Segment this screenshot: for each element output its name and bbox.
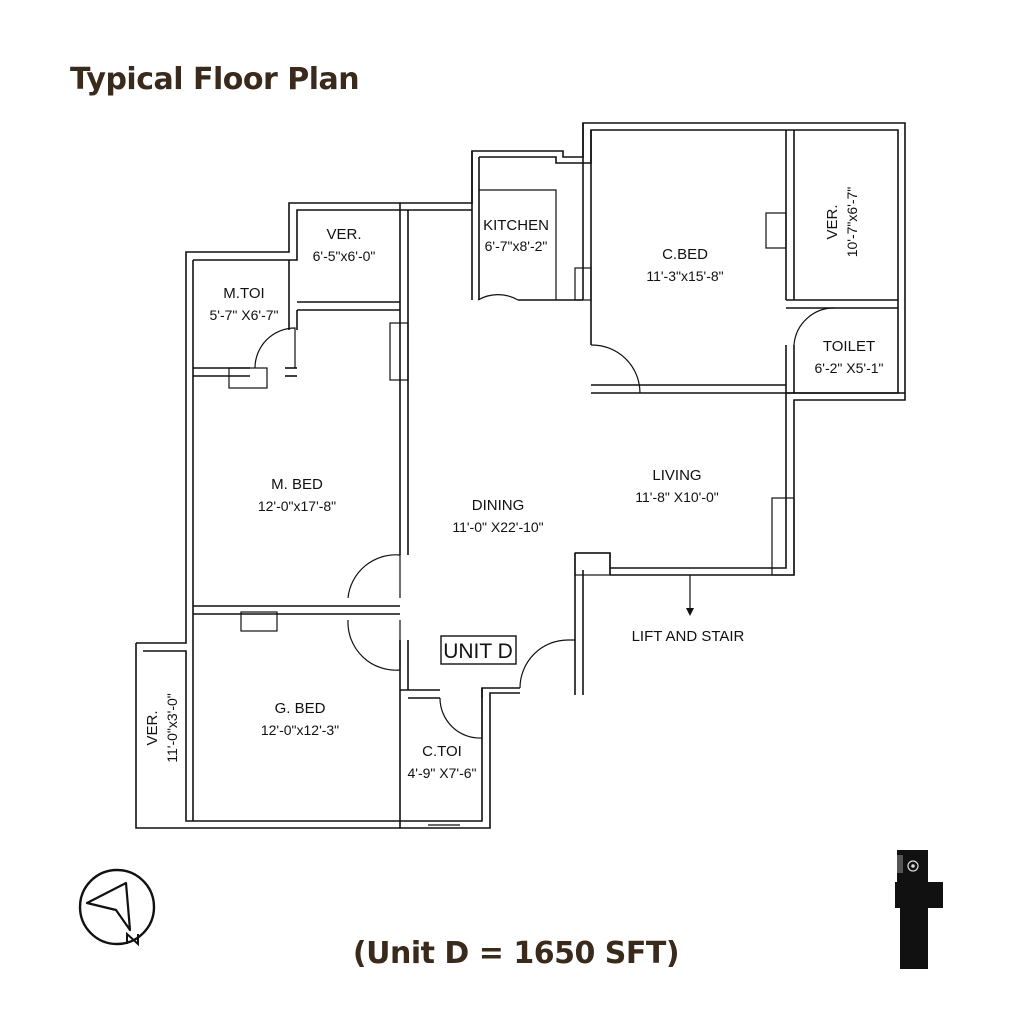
- room-m-toi: M.TOI 5'-7" X6'-7": [210, 285, 279, 323]
- room-m-bed: M. BED 12'-0"x17'-8": [258, 476, 336, 514]
- fixtures: [228, 212, 795, 826]
- room-c-toi: C.TOI 4'-9" X7'-6": [408, 743, 477, 781]
- room-size: 12'-0"x17'-8": [258, 498, 336, 514]
- room-living: LIVING 11'-8" X10'-0": [635, 467, 719, 505]
- room-ver-right: VER. 10'-7"x6'-7": [824, 187, 860, 258]
- room-size: 11'-0"x3'-0": [164, 693, 180, 763]
- room-name: TOILET: [823, 338, 875, 355]
- room-name: KITCHEN: [483, 217, 549, 234]
- room-name: VER.: [326, 226, 361, 243]
- room-name: DINING: [472, 497, 525, 514]
- room-name: VER.: [144, 710, 161, 745]
- room-name: C.BED: [662, 246, 708, 263]
- room-size: 5'-7" X6'-7": [210, 307, 279, 323]
- room-name: G. BED: [275, 700, 326, 717]
- room-c-bed: C.BED 11'-3"x15'-8": [646, 246, 723, 284]
- page-title: Typical Floor Plan: [70, 62, 360, 97]
- room-ver-left: VER. 11'-0"x3'-0": [144, 693, 180, 763]
- room-size: 10'-7"x6'-7": [844, 187, 860, 258]
- walls: [135, 122, 906, 829]
- room-dining: DINING 11'-0" X22'-10": [452, 497, 543, 535]
- room-size: 11'-3"x15'-8": [646, 268, 723, 284]
- key-plan-icon: [895, 850, 943, 969]
- room-name: C.TOI: [422, 743, 462, 760]
- room-size: 12'-0"x12'-3": [261, 722, 339, 738]
- room-kitchen: KITCHEN 6'-7"x8'-2": [483, 217, 549, 254]
- room-name: M.TOI: [223, 285, 264, 302]
- room-size: 4'-9" X7'-6": [408, 765, 477, 781]
- lift-stair-label: LIFT AND STAIR: [632, 628, 745, 645]
- unit-label: UNIT D: [440, 635, 517, 665]
- room-size: 6'-5"x6'-0": [313, 248, 376, 264]
- doors: [254, 294, 835, 739]
- area-caption: (Unit D = 1650 SFT): [352, 936, 680, 971]
- room-ver-top: VER. 6'-5"x6'-0": [313, 226, 376, 264]
- room-size: 11'-8" X10'-0": [635, 489, 719, 505]
- room-size: 6'-7"x8'-2": [485, 238, 548, 254]
- north-arrow-icon: [78, 868, 156, 947]
- room-g-bed: G. BED 12'-0"x12'-3": [261, 700, 339, 738]
- room-size: 11'-0" X22'-10": [452, 519, 543, 535]
- room-name: VER.: [824, 204, 841, 239]
- room-name: M. BED: [271, 476, 323, 493]
- room-size: 6'-2" X5'-1": [815, 360, 884, 376]
- room-toilet: TOILET 6'-2" X5'-1": [815, 338, 884, 376]
- unit-label-text: UNIT D: [443, 640, 513, 663]
- room-name: LIVING: [652, 467, 701, 484]
- lift-arrow: [686, 575, 694, 616]
